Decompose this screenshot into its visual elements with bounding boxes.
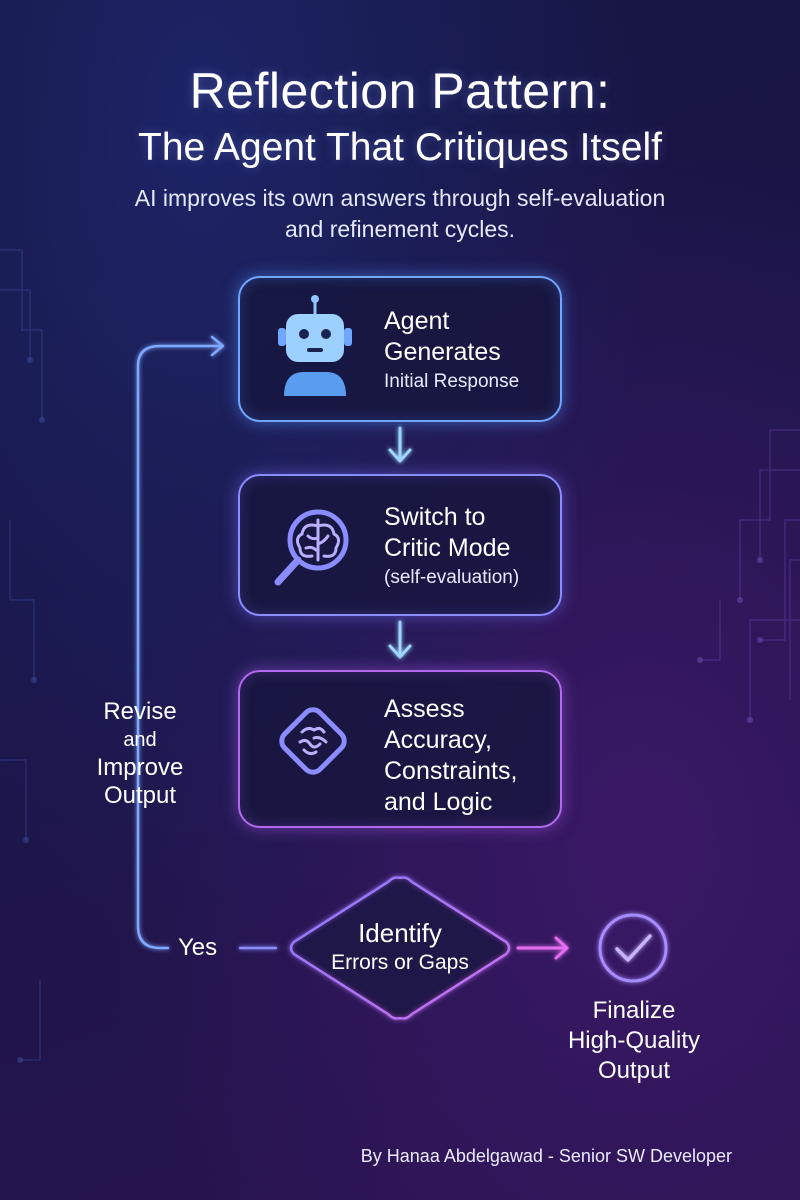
page-title: Reflection Pattern: [189, 63, 611, 119]
step-box-generate: Agent Generates Initial Response [238, 276, 562, 422]
magnifier-brain-icon [274, 509, 349, 586]
arrow-decision-to-finalize [516, 936, 569, 960]
page-title-secondary: The Agent That Critiques Itself [138, 126, 662, 169]
arrow-generate-to-critic [388, 426, 412, 463]
step-box-assess: Assess Accuracy, Constraints, and Logic [238, 670, 562, 828]
decision-diamond [289, 876, 511, 1020]
diamond-brain-icon [279, 707, 347, 775]
subtitle-line-1: AI improves its own answers through self… [134, 185, 666, 211]
author-credit: By Hanaa Abdelgawad - Senior SW Develope… [360, 1146, 732, 1166]
yes-label: Yes [178, 934, 218, 961]
loop-back-label: Revise and Improve Output [96, 698, 184, 809]
step-critic-label: Switch to Critic Mode (self-evaluation) [384, 503, 520, 588]
robot-icon [278, 295, 352, 396]
step-box-critic: Switch to Critic Mode (self-evaluation) [238, 474, 562, 616]
subtitle-line-2: and refinement cycles. [284, 216, 516, 242]
final-step-label: Finalize High-Quality Output [567, 997, 701, 1084]
step-assess-label: Assess Accuracy, Constraints, and Logic [384, 695, 518, 816]
step-generate-label: Agent Generates Initial Response [384, 307, 520, 392]
arrow-critic-to-assess [388, 620, 412, 659]
loop-back-arrow [136, 335, 278, 950]
checkmark-circle-icon [598, 913, 668, 983]
decision-label: Identify Errors or Gaps [331, 918, 469, 974]
